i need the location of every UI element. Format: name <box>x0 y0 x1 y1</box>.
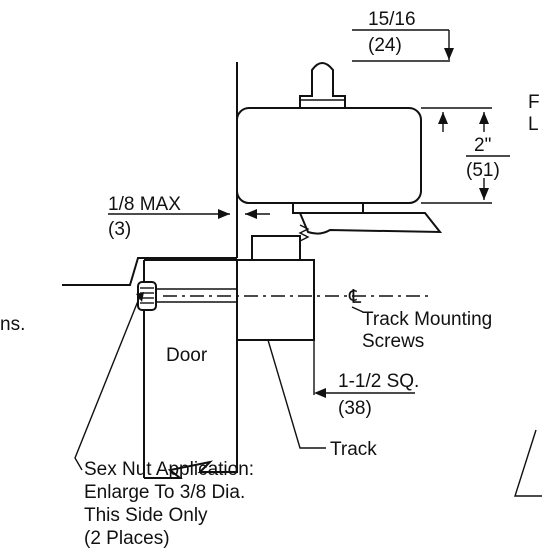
door-break-line <box>144 260 238 479</box>
dim-square-inches: 1-1/2 SQ. <box>338 371 419 392</box>
closer-body <box>236 107 422 204</box>
arm-shoe <box>251 235 301 261</box>
centerline-symbol: ℄ <box>348 287 362 308</box>
nut-note-line4: (2 Places) <box>84 528 170 549</box>
dim-top-mm: (24) <box>368 35 402 56</box>
closer-pinion <box>292 202 364 214</box>
door-label: Door <box>166 345 208 366</box>
nut-note-line3: This Side Only <box>84 505 208 526</box>
frame-stop-profile <box>62 257 237 286</box>
closer-top-cap <box>299 62 346 109</box>
dim-height-inches: 2" <box>474 135 491 156</box>
track-label: Track <box>330 439 377 460</box>
track-leader <box>267 339 326 449</box>
nut-note-line1: Sex Nut Application: <box>84 459 254 480</box>
door-outline <box>143 259 237 478</box>
track-mounting-label-line2: Screws <box>362 331 424 352</box>
track-block <box>236 259 315 341</box>
dim-gap-mm: (3) <box>108 219 131 240</box>
cut-off-text-right-top: F <box>528 92 540 113</box>
dim-top-fraction: 15/16 <box>368 9 416 30</box>
cut-off-text-left: ns. <box>0 314 25 335</box>
dim-height-mm: (51) <box>466 160 500 181</box>
nut-note-line2: Enlarge To 3/8 Dia. <box>84 482 245 503</box>
dim-square-mm: (38) <box>338 398 372 419</box>
closer-arm <box>298 212 443 235</box>
nut-leader <box>74 295 141 471</box>
track-mounting-label-line1: Track Mounting <box>362 309 492 330</box>
arm-spring-wiggle <box>298 224 310 242</box>
cut-off-text-right-bottom: L <box>528 114 539 135</box>
dim-gap-fraction: 1/8 MAX <box>108 194 181 215</box>
